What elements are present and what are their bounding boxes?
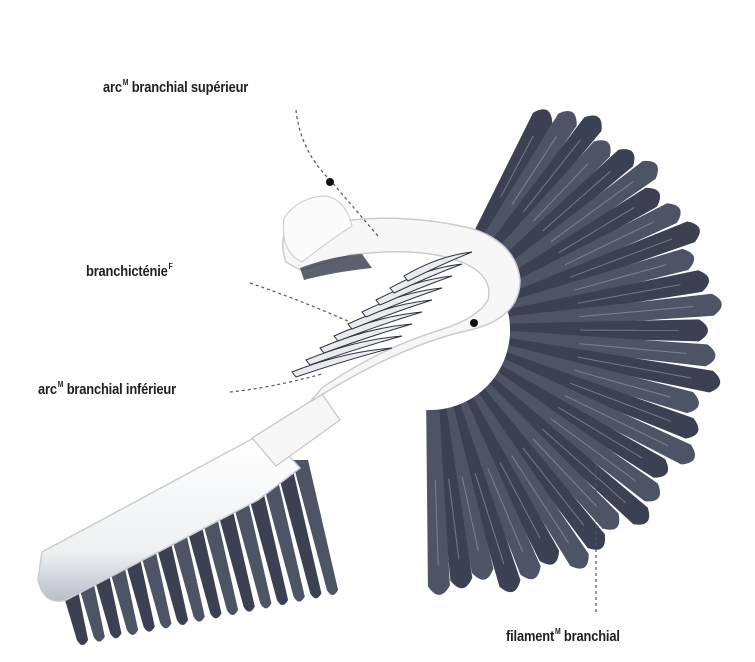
marker-dot-upper xyxy=(326,178,334,186)
label-lower-arch: arcM branchial inférieur xyxy=(38,380,176,398)
label-filament: filamentM branchial xyxy=(506,627,620,645)
label-upper-arch: arcM branchial supérieur xyxy=(103,78,248,96)
marker-dot-mid xyxy=(470,319,478,327)
leader-lower-arch xyxy=(230,374,322,392)
label-branchictenie: branchicténieF xyxy=(86,262,173,280)
leader-rakers xyxy=(250,283,350,322)
gill-raker xyxy=(404,252,472,281)
